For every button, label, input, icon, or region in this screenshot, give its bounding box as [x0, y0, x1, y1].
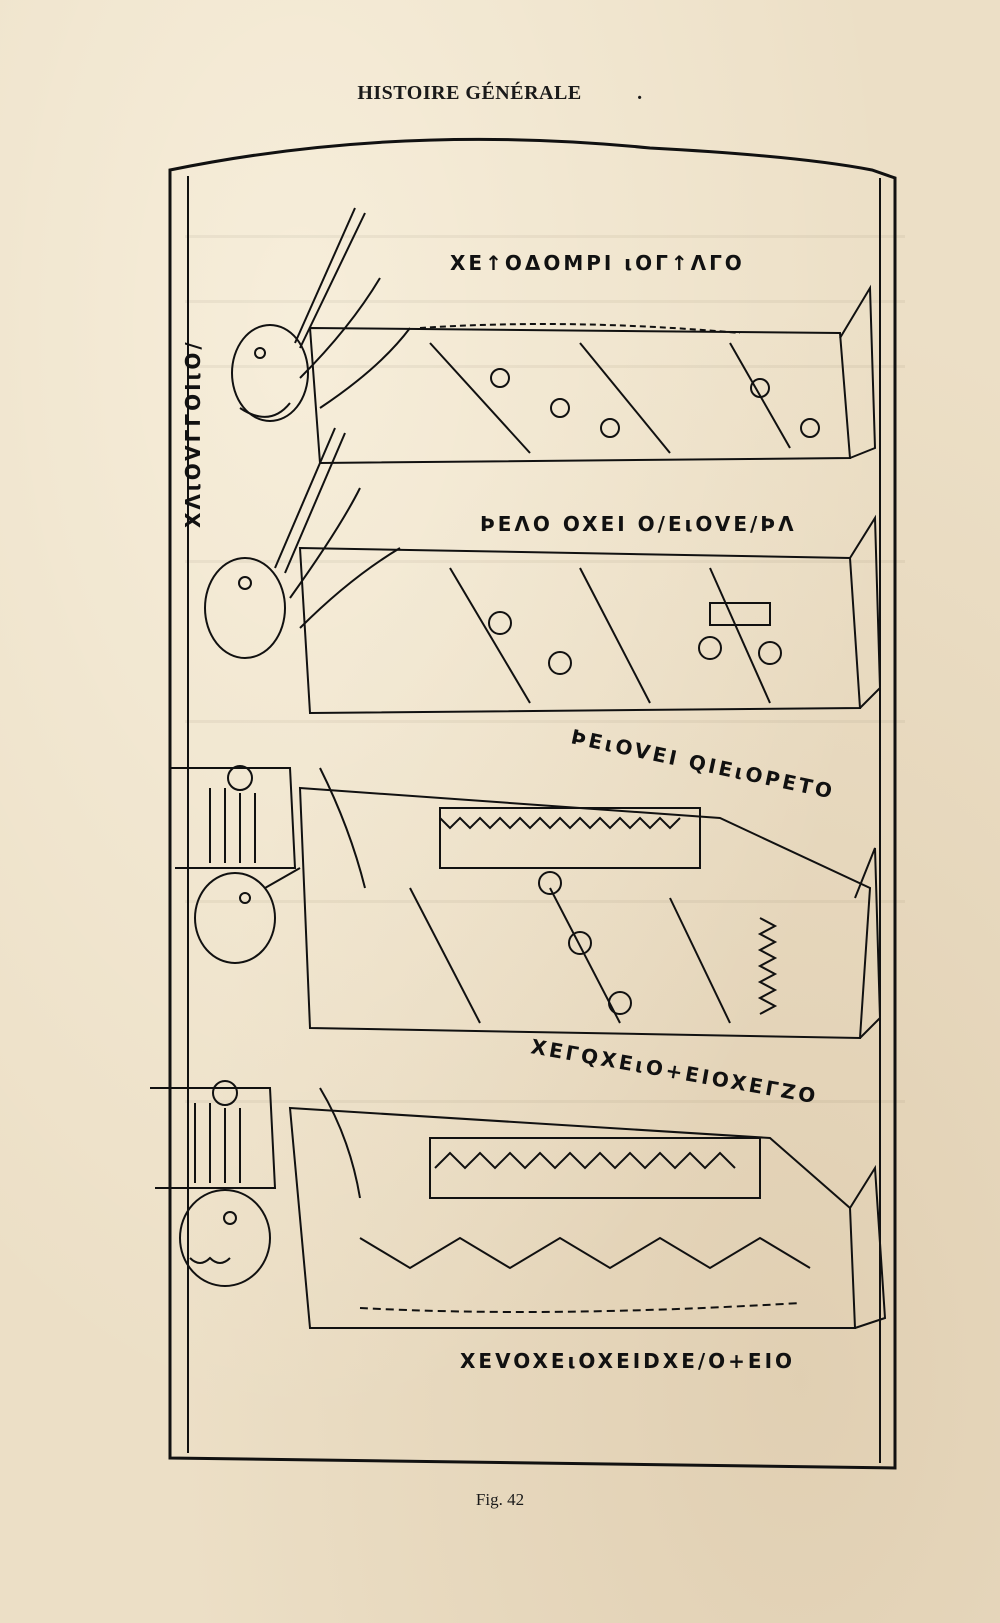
feet [849, 514, 882, 709]
robe-fold [579, 342, 671, 454]
arm [289, 487, 361, 599]
robe [288, 1106, 857, 1329]
robe-rosette [600, 418, 620, 438]
head [194, 872, 276, 964]
feet [849, 1164, 887, 1329]
inscription-1: XE↑OΔOMPI ιOΓ↑ΛΓO [450, 251, 745, 275]
show-through-line [185, 1100, 905, 1103]
arm [299, 547, 401, 629]
robe-rosette [550, 398, 570, 418]
wreath [264, 867, 301, 889]
vase-painting-figure: XE↑OΔOMPI ιOΓ↑ΛΓO ϷEΛO OXEI O/EιOVE/ϷΛ Ϸ… [150, 128, 925, 1483]
head [204, 557, 286, 659]
eye [238, 576, 252, 590]
inscription-5: XEVOXEιOXEIDXE/O+EIO [460, 1349, 795, 1373]
eye [239, 892, 251, 904]
robe-zigzag [359, 1236, 811, 1270]
feet [854, 847, 882, 1039]
arm [319, 1087, 361, 1199]
robe-rosette [758, 641, 782, 665]
robe-border [419, 323, 741, 334]
robe-rosette [800, 418, 820, 438]
robe-pattern-band [439, 807, 701, 869]
inscription-3: ϷEιOVEI QIEιOPETO [569, 724, 837, 803]
robe-rosette [538, 871, 562, 895]
show-through-line [185, 720, 905, 723]
hair [189, 1256, 231, 1264]
running-title: HISTOIRE GÉNÉRALE [357, 82, 582, 104]
show-through-line [185, 300, 905, 303]
figure-drawing: XE↑OΔOMPI ιOΓ↑ΛΓO ϷEΛO OXEI O/EιOVE/ϷΛ Ϸ… [150, 137, 897, 1470]
lyre-ornament [227, 765, 253, 791]
robe [298, 546, 862, 715]
robe-rosette [698, 636, 722, 660]
running-head: HISTOIRE GÉNÉRALE . [0, 82, 1000, 105]
show-through-line [185, 900, 905, 903]
head [179, 1189, 271, 1287]
figure-frame [168, 137, 897, 1470]
show-through-line [185, 365, 905, 368]
lyre-player-2 [150, 1080, 887, 1329]
robe-fold [579, 567, 651, 704]
figure-caption: Fig. 42 [475, 1490, 525, 1509]
robe-fold [669, 897, 731, 1024]
robe [308, 326, 852, 465]
headband [239, 402, 291, 418]
eye [254, 347, 266, 359]
robe-panel [709, 602, 771, 626]
inscription-2: ϷEΛO OXEI O/EιOVE/ϷΛ [480, 512, 797, 536]
feet [839, 284, 877, 459]
show-through-line [185, 560, 905, 563]
robe-zigzag [439, 816, 681, 830]
robe-fold [729, 342, 791, 449]
lyre-frame [170, 767, 297, 869]
arm [319, 767, 366, 889]
aulos-player-2 [204, 427, 882, 715]
robe [298, 786, 872, 1040]
robe-fold [409, 887, 481, 1024]
eye [223, 1211, 237, 1225]
running-mark: . [637, 82, 643, 104]
robe-lozenge [434, 1151, 736, 1170]
robe-rosette [488, 611, 512, 635]
lyre-frame [150, 1087, 277, 1189]
robe-rosette [608, 991, 632, 1015]
robe-fold [429, 342, 531, 454]
robe-fold [449, 567, 531, 704]
robe-rosette [548, 651, 572, 675]
show-through-line [185, 235, 905, 238]
lyre-ornament [212, 1080, 238, 1106]
lyre-player-1 [170, 765, 882, 1040]
inscription-4: XEΓQXEιO+EIOXEΓZO [529, 1034, 820, 1108]
robe-pattern-band [429, 1137, 761, 1199]
arm [319, 327, 411, 409]
aulos-pipe [274, 427, 336, 569]
aulos-pipe [284, 432, 346, 574]
head [231, 324, 309, 422]
robe-fringe [757, 917, 778, 1015]
aulos-pipe [299, 212, 366, 349]
aulos-pipe [294, 207, 356, 344]
robe-fold [709, 567, 771, 704]
aulos-player-1 [231, 207, 877, 465]
robe-rosette [750, 378, 770, 398]
robe-border [359, 1302, 801, 1313]
inscription-6: XΛιOVΓΓOIιO/ [181, 339, 205, 528]
robe-rosette [568, 931, 592, 955]
robe-rosette [490, 368, 510, 388]
